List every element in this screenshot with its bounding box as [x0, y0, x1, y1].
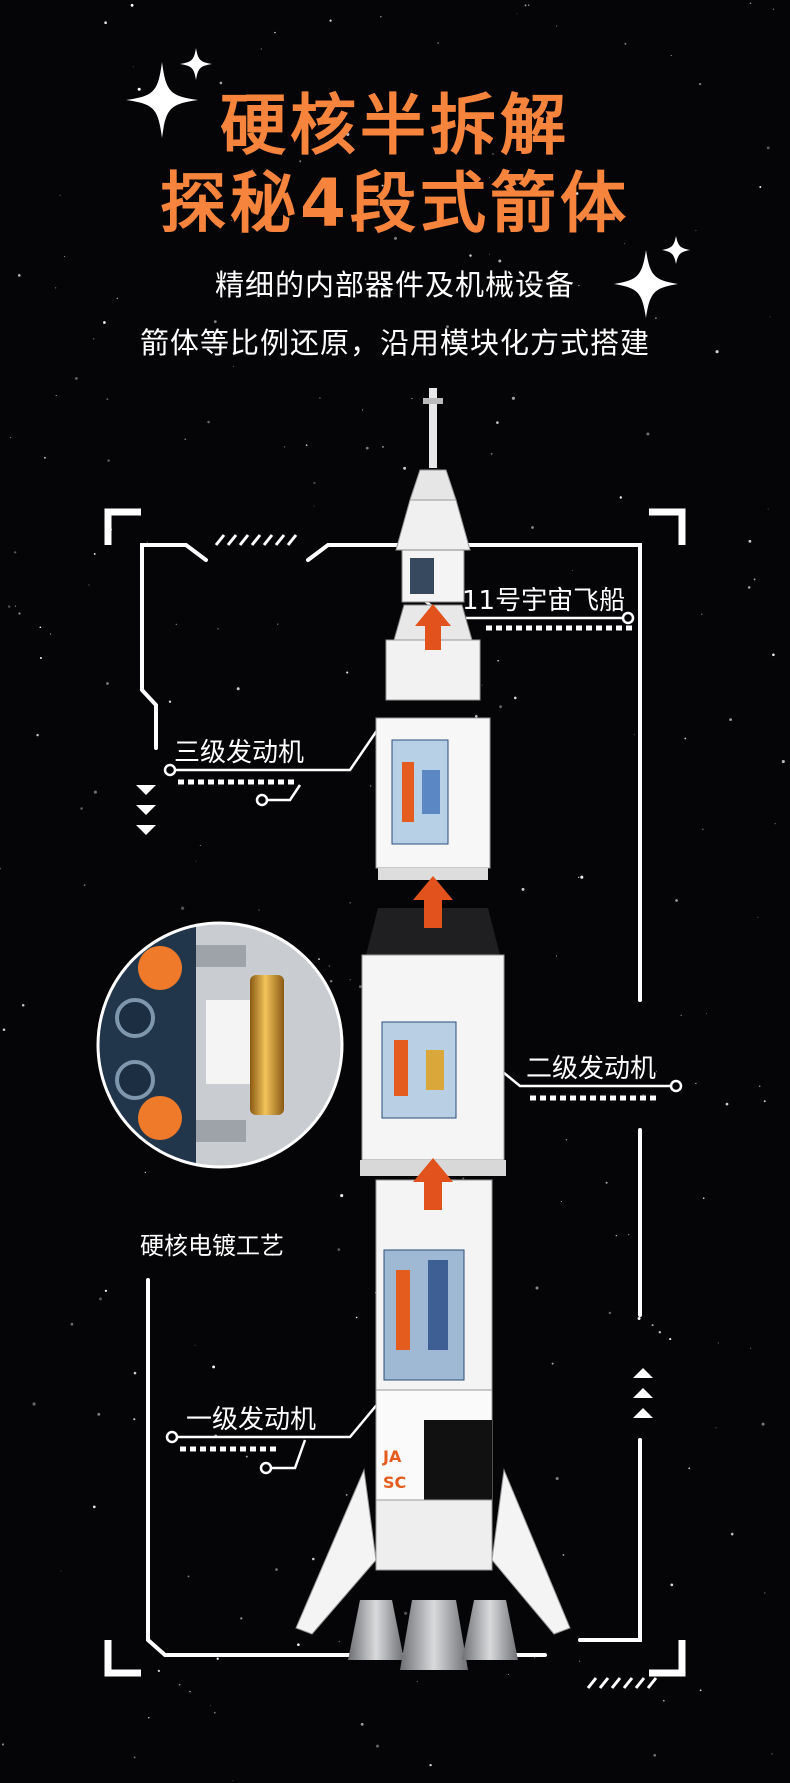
sparkle-icon-left	[126, 48, 212, 138]
rocket-marking-ja: JA	[382, 1447, 402, 1466]
headline-line-2: 探秘4段式箭体	[160, 165, 630, 242]
subheading-line-2: 箭体等比例还原，沿用模块化方式搭建	[139, 326, 650, 360]
subheading-line-1: 精细的内部器件及机械设备	[214, 268, 575, 302]
label-first-stage-engine: 一级发动机	[186, 1405, 317, 1435]
sparkle-icon-right	[614, 236, 690, 318]
label-spacecraft: 11号宇宙飞船	[462, 586, 626, 616]
label-second-stage-engine: 二级发动机	[526, 1054, 657, 1084]
frame-chevrons	[136, 785, 653, 1418]
frame-hatch-marks	[214, 534, 658, 1689]
plating-closeup-inset	[96, 921, 344, 1169]
rocket-marking-sc: SC	[383, 1473, 406, 1492]
label-third-stage-engine: 三级发动机	[174, 738, 305, 768]
rocket-illustration: JA SC	[295, 388, 571, 1670]
label-plating-process: 硬核电镀工艺	[140, 1232, 284, 1260]
headline-line-1: 硬核半拆解	[220, 87, 570, 164]
separation-arrow-icon	[413, 604, 453, 1210]
frame-corners	[104, 508, 686, 1677]
